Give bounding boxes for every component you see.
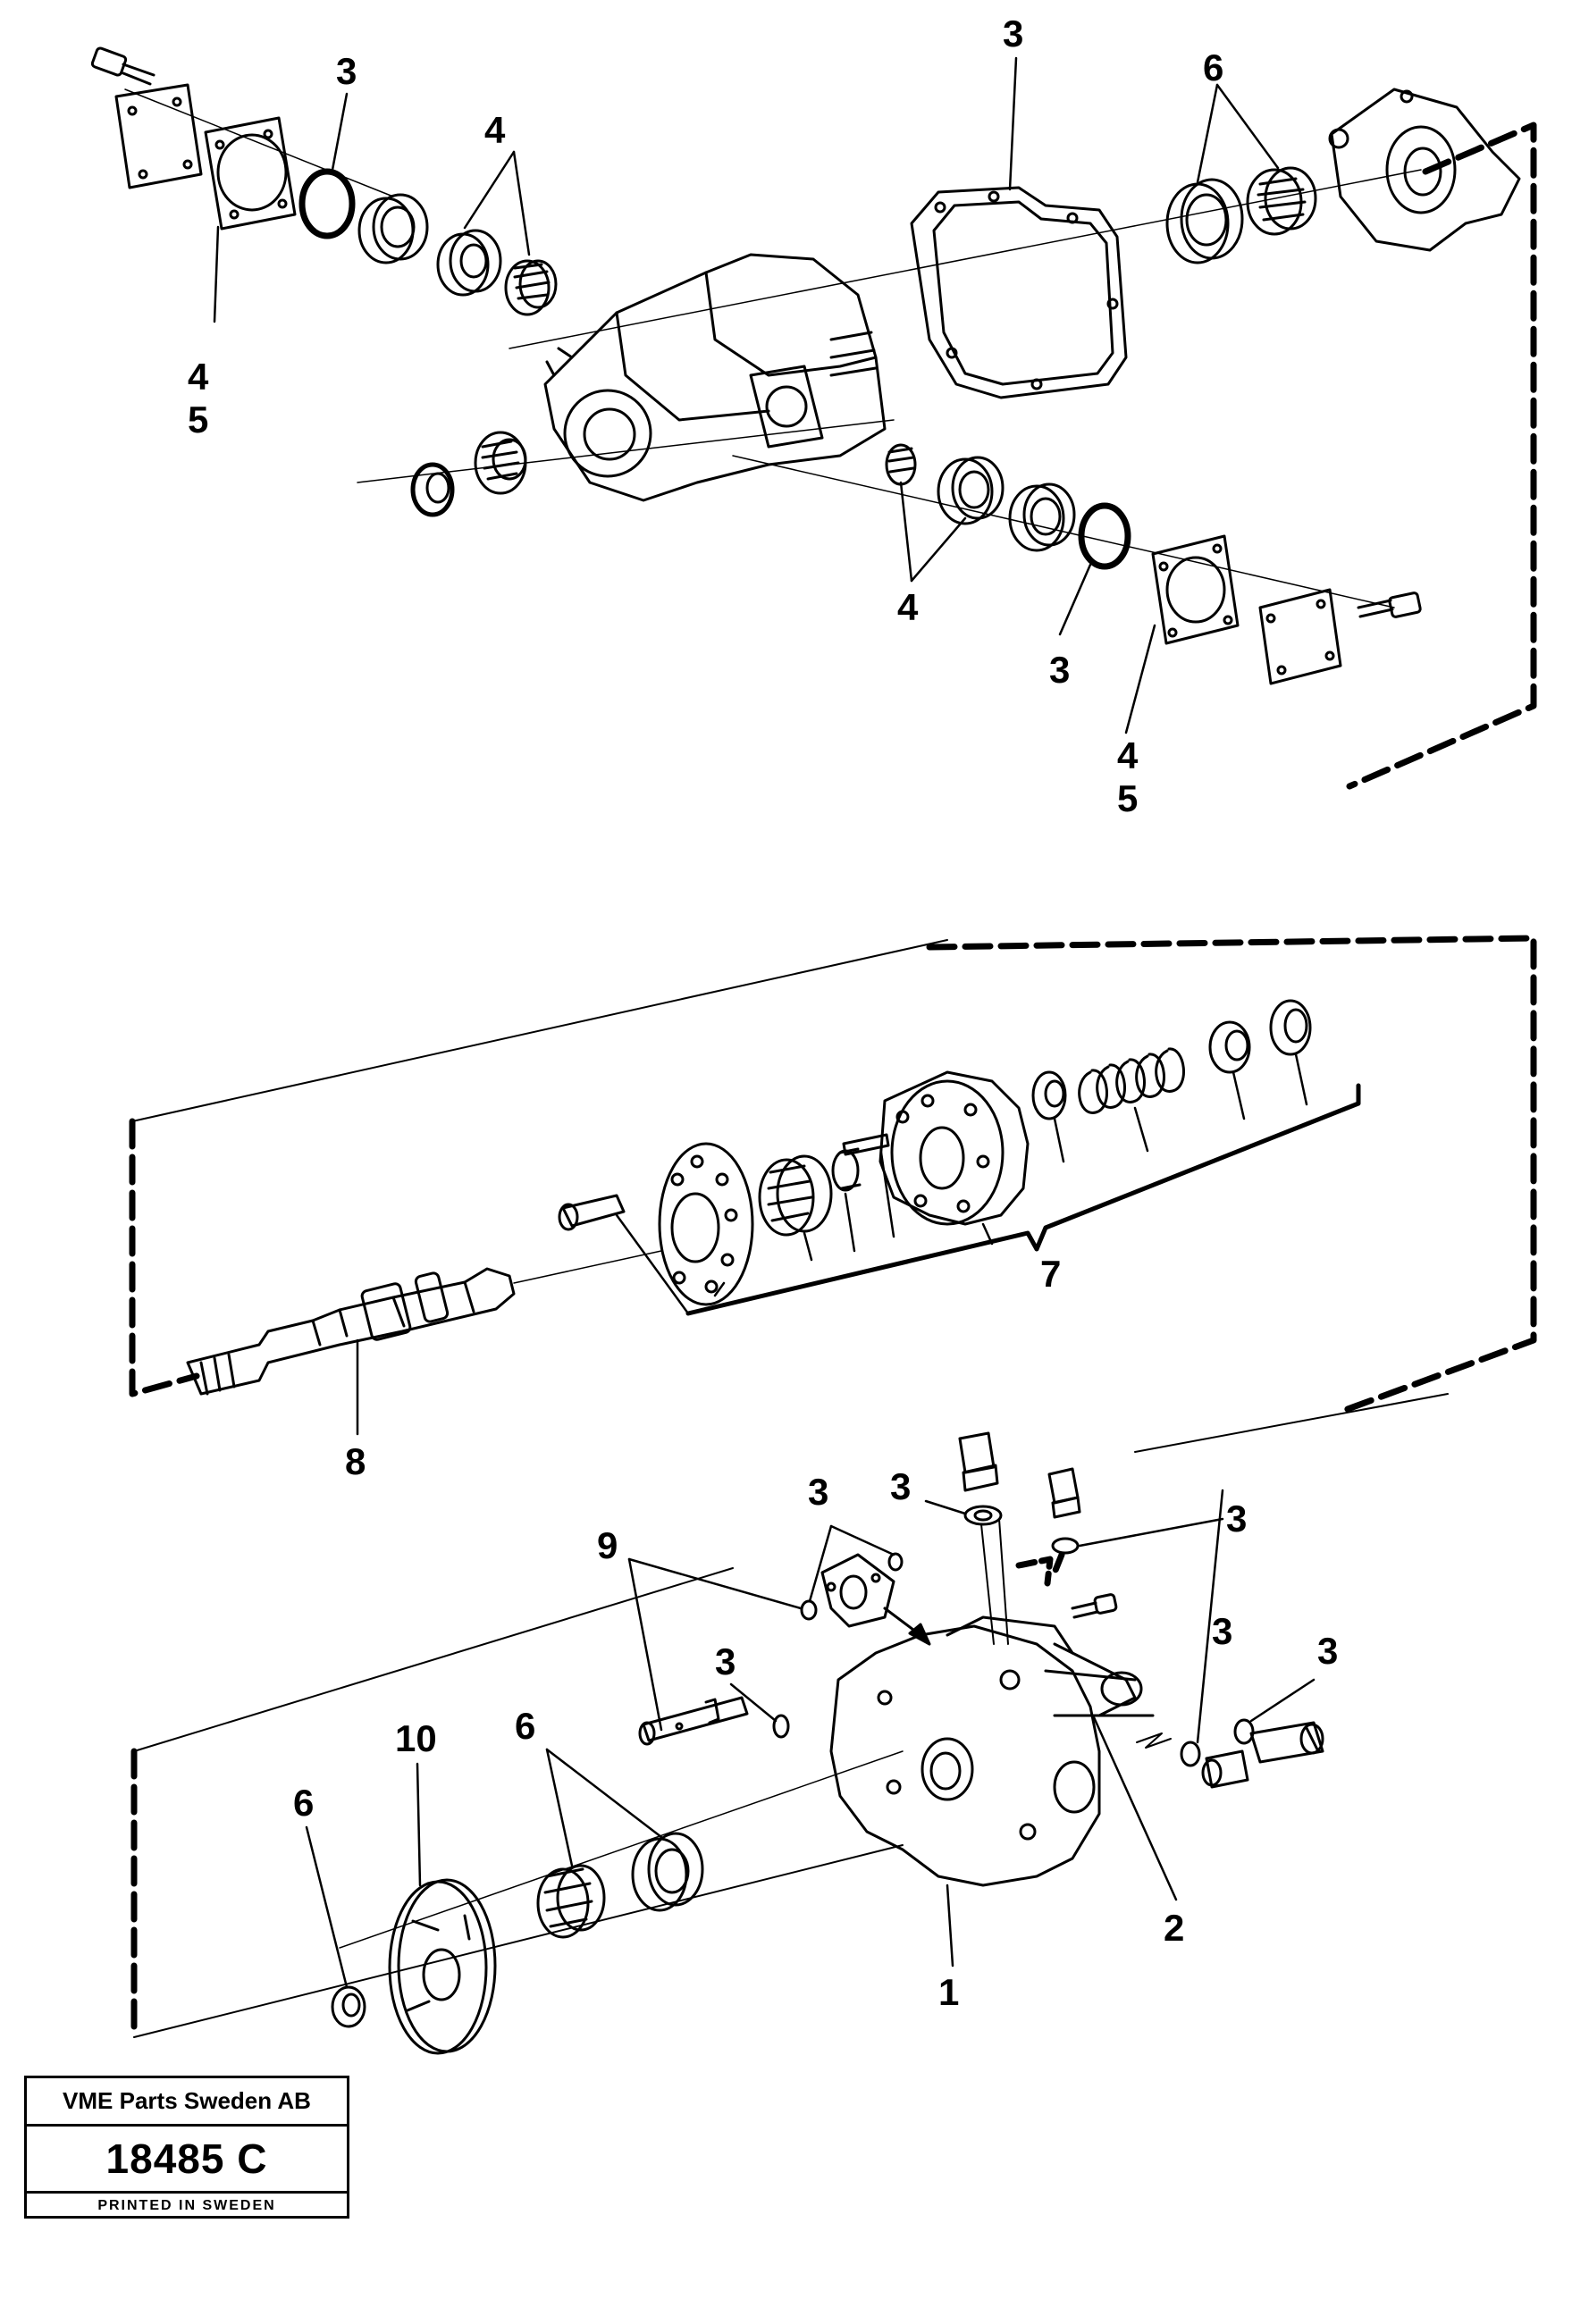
- callout-label: 3: [1317, 1630, 1338, 1672]
- pump-housing: [543, 253, 887, 502]
- callout-label: 4: [188, 356, 209, 398]
- callout-label: 3: [336, 50, 357, 92]
- callout-label: 4: [1117, 734, 1139, 776]
- callout-label: 10: [395, 1717, 437, 1759]
- bolt-top-left: [90, 46, 156, 86]
- bearing-set-top-left: [357, 193, 558, 316]
- callout-label: 3: [1226, 1498, 1247, 1540]
- printed-note: PRINTED IN SWEDEN: [97, 2198, 276, 2213]
- plug-right-1: [1249, 1721, 1324, 1764]
- callout-label: 9: [597, 1524, 618, 1566]
- break-mark: [1136, 1733, 1172, 1749]
- bolt-bottom: [1071, 1593, 1118, 1619]
- callout-label: 8: [345, 1440, 366, 1482]
- drive-shaft: [186, 1250, 662, 1396]
- leaders-bottom: [305, 1489, 1316, 1989]
- callout-label: 7: [1040, 1253, 1061, 1295]
- group-bracket-7: [685, 1083, 1361, 1316]
- valve-housing: [829, 1615, 1155, 1887]
- bearing-set-bottom: [536, 1832, 704, 1939]
- callout-label: 6: [515, 1705, 535, 1747]
- callout-label: 3: [1212, 1610, 1232, 1652]
- callout-label: 6: [293, 1782, 314, 1824]
- o-ring-top-left: [298, 168, 356, 239]
- valve-pin: [638, 1696, 749, 1746]
- bearing-set-top-right: [1165, 166, 1317, 264]
- cover-plate-top-left: [114, 83, 203, 189]
- top-dashed-bracket: [1346, 122, 1537, 790]
- plug-top-center: [958, 1431, 1009, 1645]
- o-ring-small-1: [800, 1599, 818, 1621]
- plug-top-right: [1015, 1467, 1081, 1587]
- bottom-section: [130, 1393, 1449, 2055]
- flange-plate-bottom: [820, 1553, 931, 1646]
- callout-label: 4: [484, 109, 506, 151]
- leaders-top: [213, 56, 1280, 734]
- port-plate: [658, 1142, 754, 1306]
- callout-label: 1: [938, 1971, 959, 2013]
- callout-label: 6: [1203, 46, 1223, 88]
- o-ring-small-5: [1233, 1718, 1255, 1745]
- top-section: [90, 46, 1537, 790]
- leaders-middle: [356, 1053, 1308, 1436]
- bearing-cover-top-right: [1328, 88, 1521, 252]
- callout-label: 5: [188, 399, 208, 440]
- cover-plate-mid-right: [1258, 588, 1342, 685]
- callout-label: 5: [1117, 777, 1138, 819]
- o-ring-small-3: [772, 1714, 790, 1739]
- thrust-plate: [388, 1878, 497, 2055]
- callout-label: 3: [1003, 13, 1023, 55]
- callout-label: 3: [890, 1465, 911, 1507]
- gasket-mid-right: [1151, 534, 1240, 645]
- company-name: VME Parts Sweden AB: [27, 2078, 347, 2127]
- mid-dashed-bracket: [129, 935, 1537, 1415]
- bolt-mid: [558, 1194, 626, 1231]
- callout-label: 3: [715, 1640, 736, 1682]
- o-ring-mid-right: [1078, 502, 1131, 570]
- middle-section: [129, 935, 1537, 1436]
- gasket-top-left: [204, 116, 297, 231]
- plug-right-2: [1201, 1749, 1249, 1789]
- cylinder-block: [878, 1070, 1030, 1226]
- spring-assembly: [1031, 999, 1312, 1120]
- callout-label: 3: [1049, 649, 1070, 691]
- callout-labels: 3 4 4 5 3 6 4 3 4 5 7 8 3 3 3 9 3 3 3 10…: [188, 13, 1338, 2013]
- bearing-seal-left: [410, 431, 527, 517]
- needle-bearing: [758, 1154, 833, 1237]
- bearing-set-mid-right: [885, 443, 1131, 570]
- drawing-number: 18485 C: [27, 2127, 347, 2194]
- o-ring-small-4: [1180, 1741, 1201, 1767]
- callout-label: 4: [897, 586, 919, 628]
- bolt-mid-right: [1357, 591, 1422, 618]
- title-block: VME Parts Sweden AB 18485 C PRINTED IN S…: [24, 2076, 349, 2219]
- callout-label: 3: [808, 1471, 828, 1513]
- callout-label: 2: [1164, 1907, 1184, 1949]
- gasket-top-center: [910, 186, 1128, 399]
- shaft-key: [842, 1133, 890, 1156]
- o-ring-small-2: [887, 1552, 904, 1572]
- small-ring: [331, 1985, 366, 2028]
